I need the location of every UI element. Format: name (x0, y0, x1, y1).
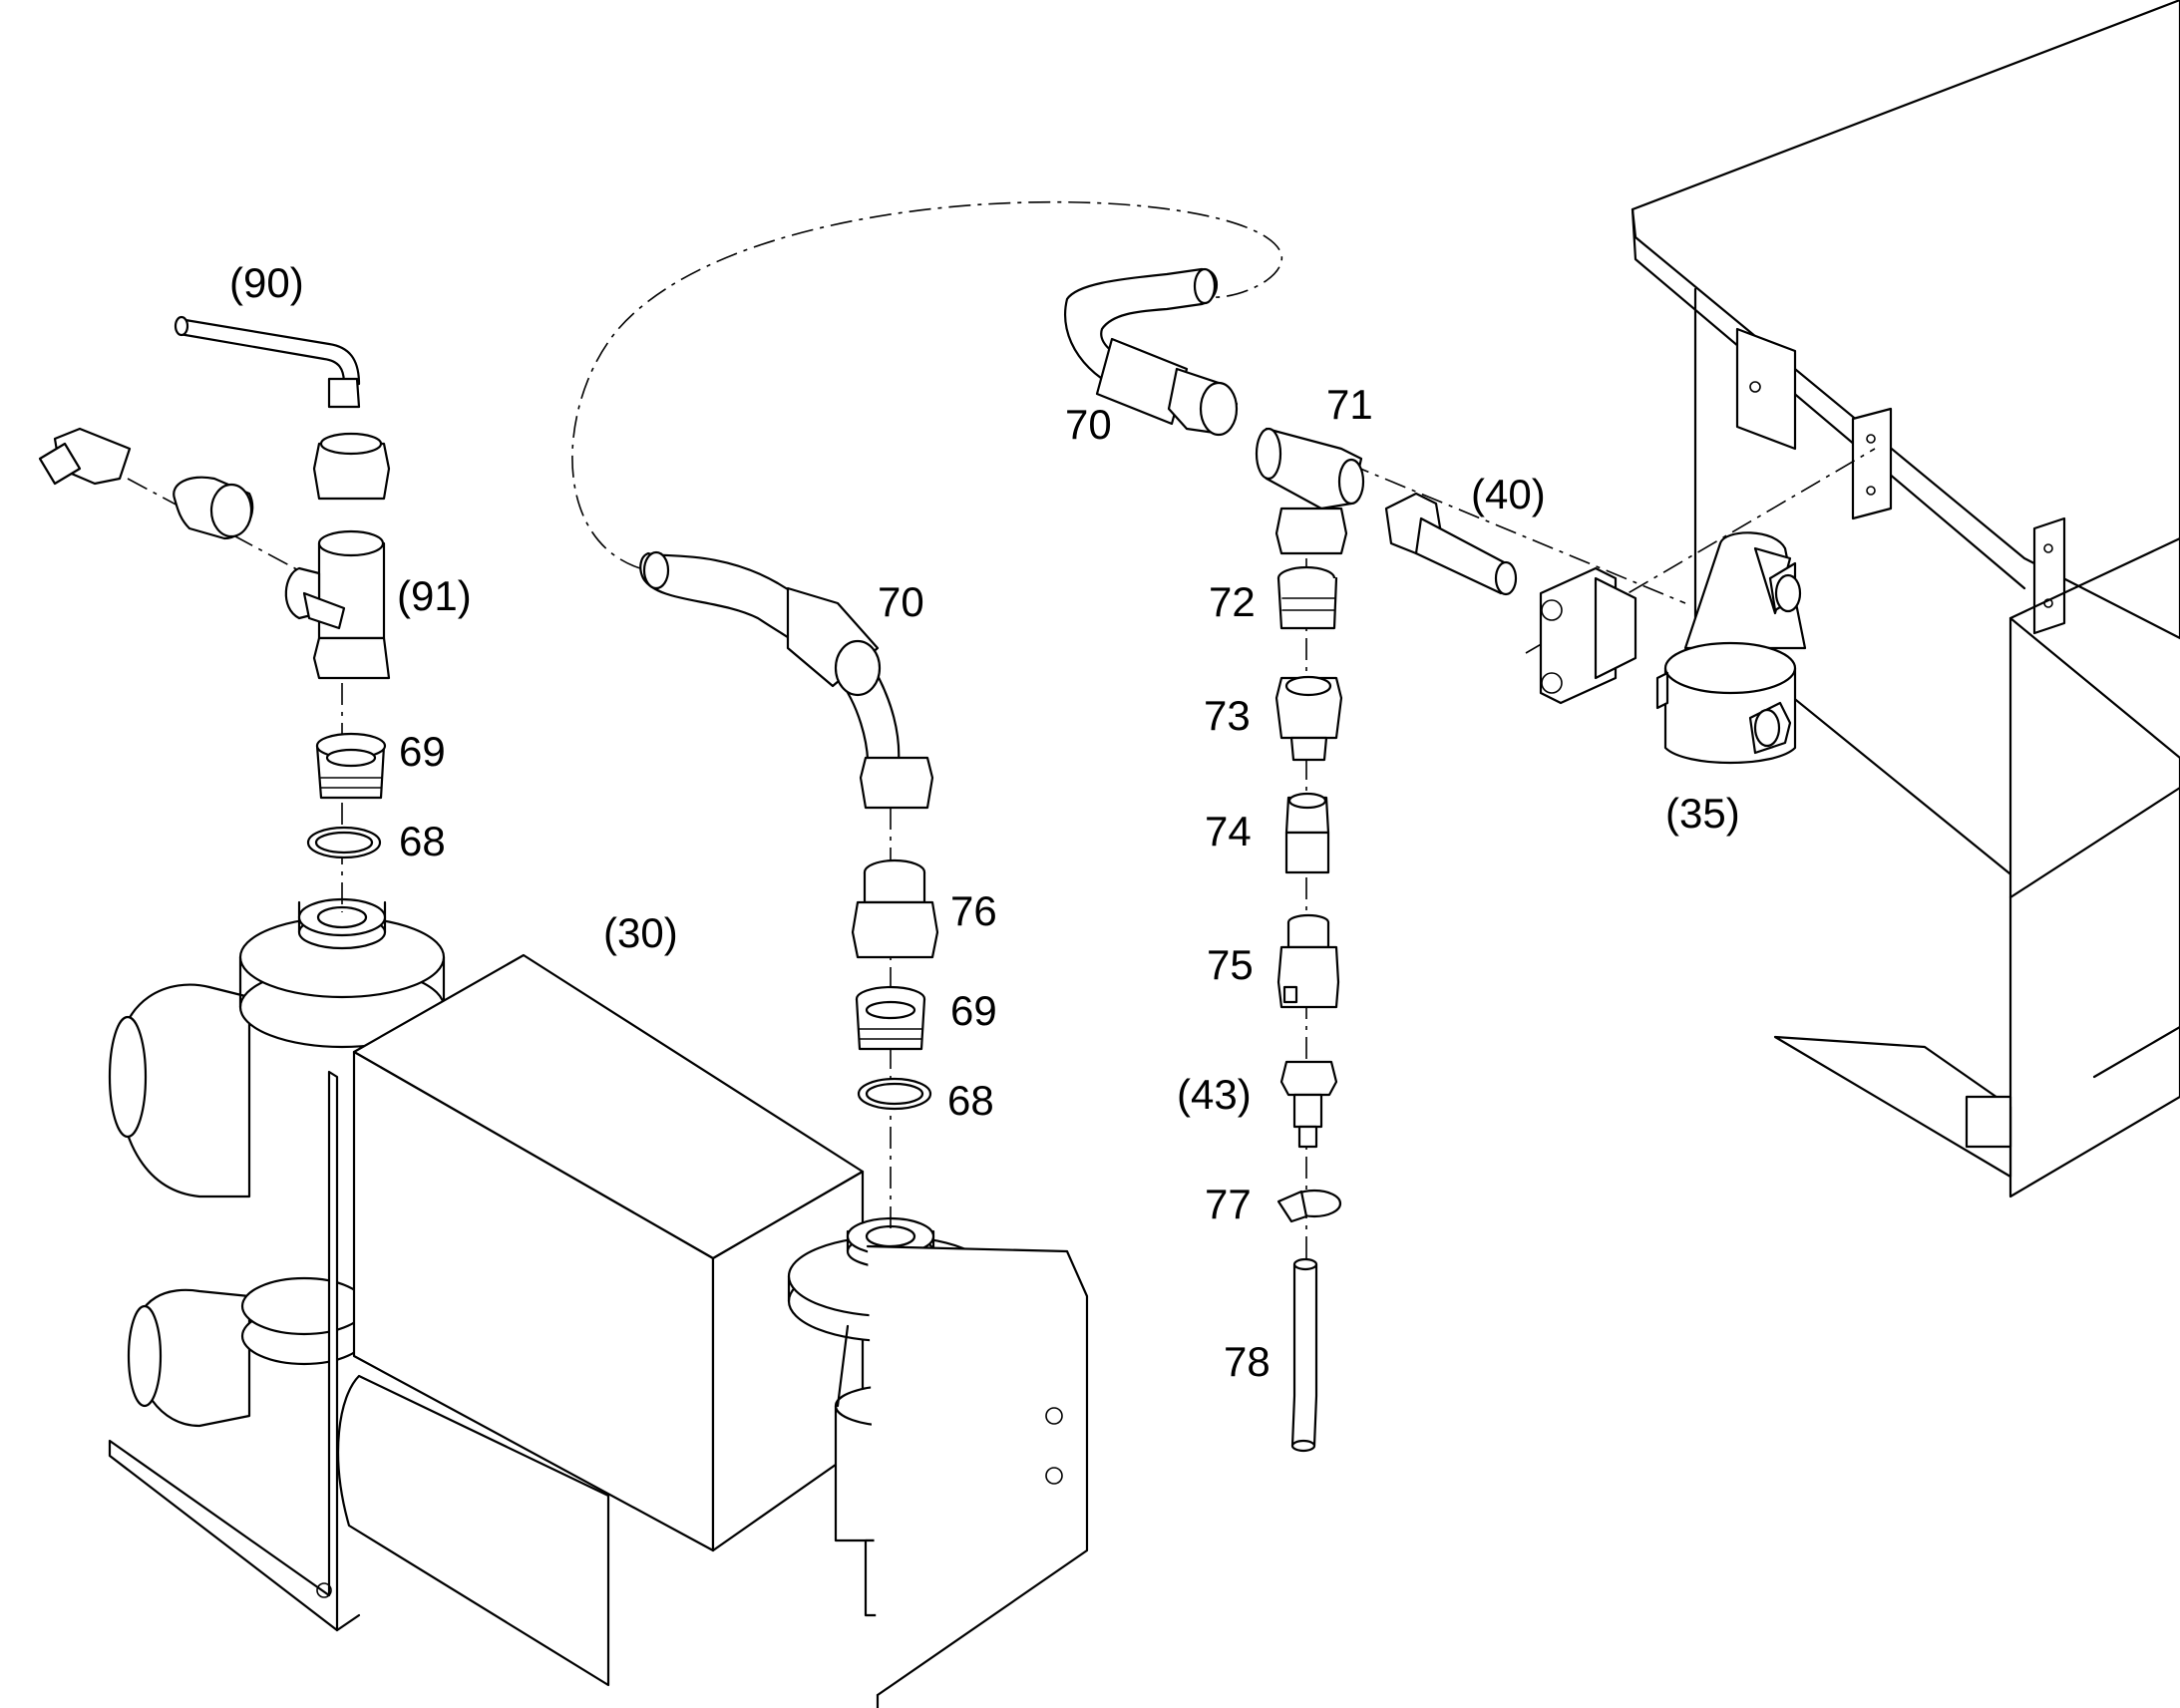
callout-91: (91) (397, 572, 472, 619)
callout-90: (90) (229, 259, 304, 306)
left-fitting-stack (38, 315, 391, 859)
callout-77: 77 (1205, 1181, 1252, 1227)
machine-frame (1631, 0, 2180, 1198)
right-hose-stack (1064, 267, 1365, 1453)
callout-35: (35) (1665, 790, 1740, 837)
component-40-35 (1384, 492, 1807, 765)
callout-74: 74 (1205, 808, 1252, 854)
callout-40: (40) (1471, 471, 1546, 517)
callout-30: (30) (603, 909, 678, 956)
callout-68-middle: 68 (947, 1077, 994, 1124)
middle-hose-stack (639, 550, 939, 1111)
callout-68-left: 68 (399, 818, 446, 864)
callout-43: (43) (1177, 1071, 1252, 1118)
valve-unit-30 (108, 897, 1089, 1708)
callout-labels: (90) (91) 69 68 (30) 70 76 69 68 70 71 (… (229, 259, 1740, 1385)
callout-75: 75 (1207, 941, 1254, 988)
callout-69-left: 69 (399, 728, 446, 775)
callout-73: 73 (1204, 692, 1251, 739)
callout-70-middle: 70 (878, 578, 924, 625)
callout-72: 72 (1209, 578, 1256, 625)
callout-76: 76 (950, 887, 997, 934)
callout-78: 78 (1224, 1338, 1271, 1385)
callout-71: 71 (1326, 381, 1373, 428)
callout-69-middle: 69 (950, 987, 997, 1034)
callout-70-right: 70 (1065, 401, 1112, 448)
